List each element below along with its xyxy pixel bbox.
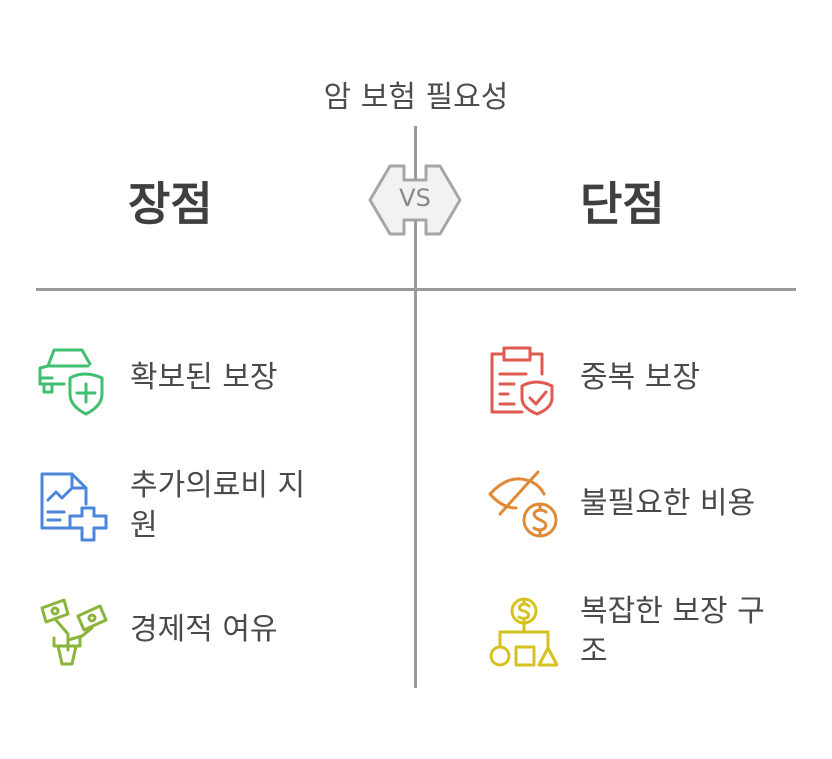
medical-document-plus-icon <box>40 472 108 542</box>
diagram-title: 암 보험 필요성 <box>323 80 509 115</box>
vs-label: VS <box>399 184 431 212</box>
horizontal-divider <box>36 288 796 291</box>
vs-badge <box>368 164 462 236</box>
pros-item-1-label: 확보된 보장 <box>130 360 278 395</box>
cons-item-3-label: 복잡한 보장 구조 <box>580 594 765 669</box>
money-plant-icon <box>40 598 108 666</box>
vertical-divider <box>414 126 417 688</box>
hidden-cost-icon <box>488 470 558 538</box>
pros-item-2-label: 추가의료비 지원 <box>130 468 306 543</box>
cons-heading: 단점 <box>580 177 665 231</box>
clipboard-shield-icon <box>490 346 554 416</box>
pros-heading: 장점 <box>128 177 213 231</box>
cons-item-2-label: 불필요한 비용 <box>580 486 756 521</box>
car-shield-icon <box>38 348 104 416</box>
cons-item-1-label: 중복 보장 <box>580 360 700 395</box>
pros-item-3-label: 경제적 여유 <box>130 612 278 647</box>
money-flowchart-icon <box>489 597 558 667</box>
